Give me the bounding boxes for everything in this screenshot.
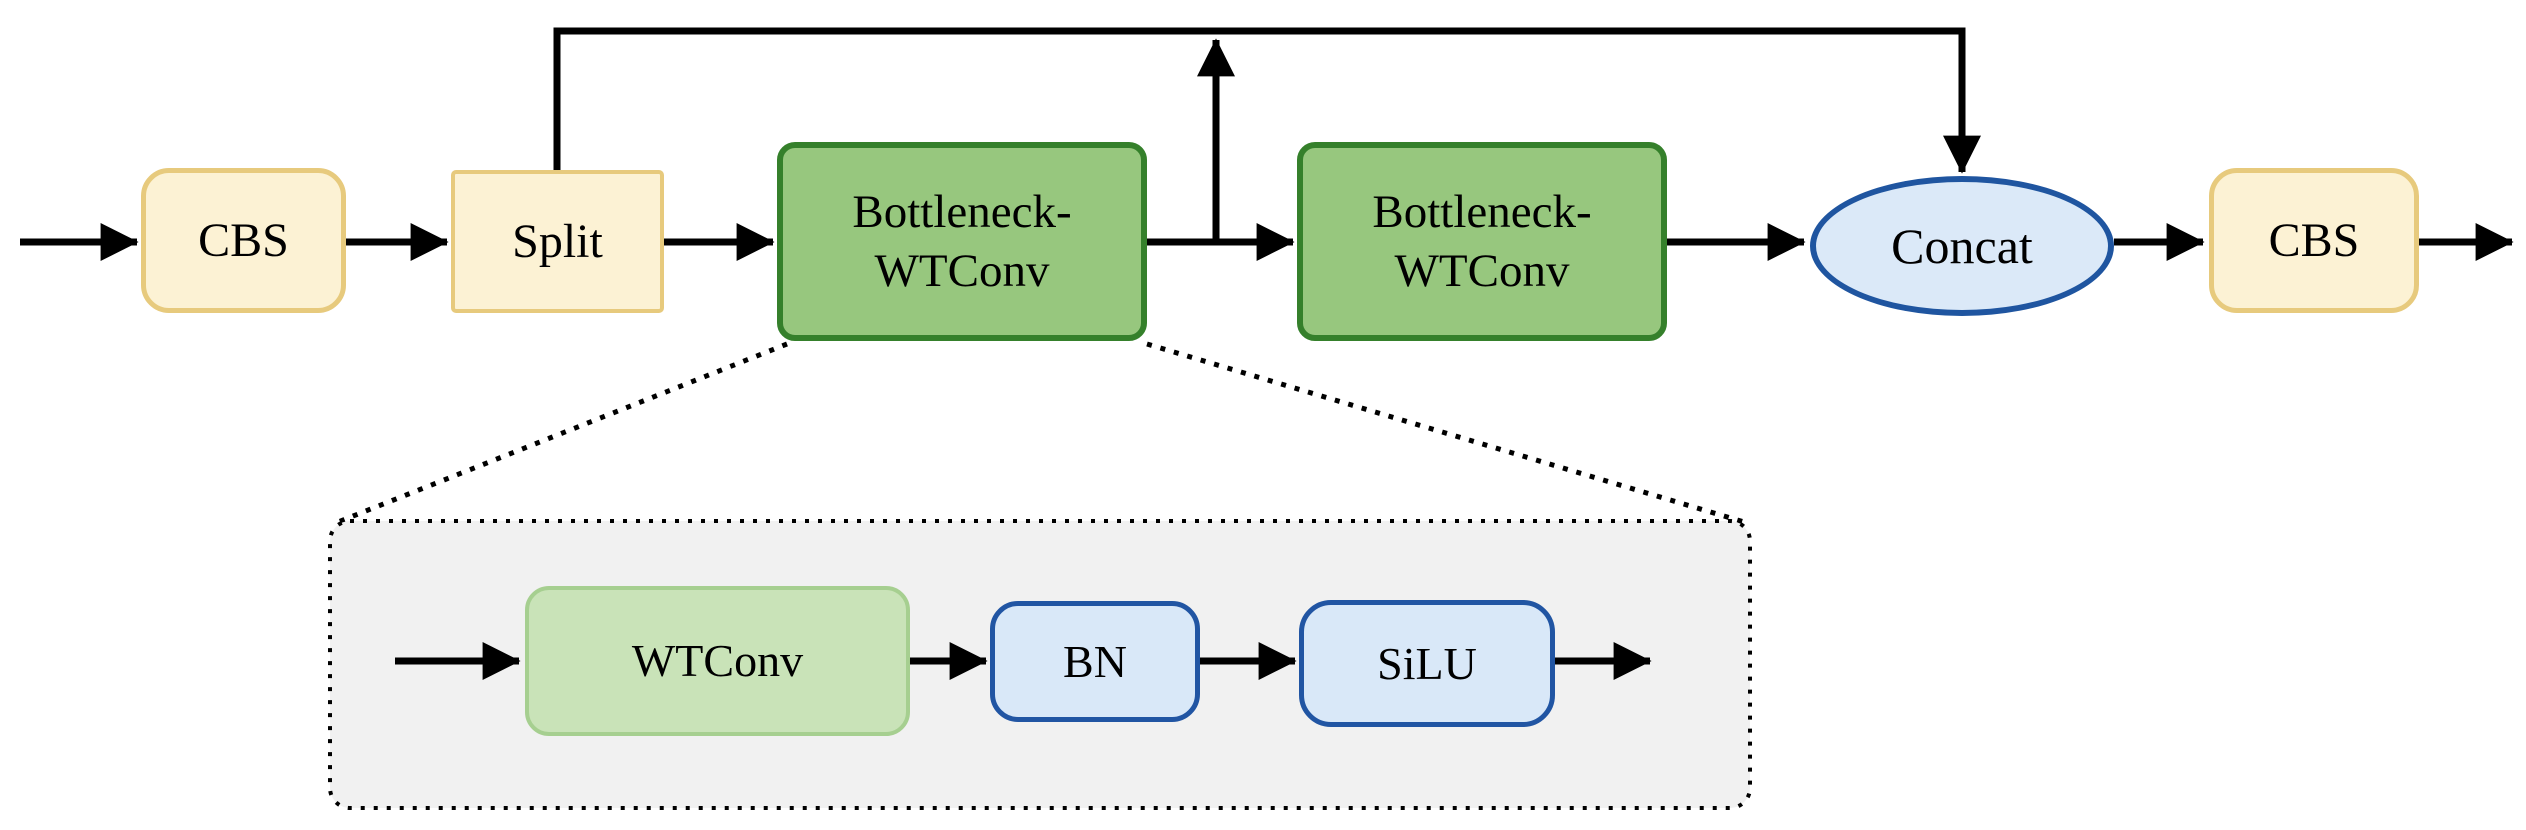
node-cbs-output: CBS [2209, 168, 2419, 313]
node-bottleneck-wtconv-1: Bottleneck- WTConv [777, 142, 1147, 341]
node-bn-label: BN [1063, 635, 1127, 687]
node-split: Split [451, 170, 664, 313]
node-split-label: Split [512, 214, 603, 268]
node-concat: Concat [1810, 176, 2114, 316]
node-bottleneck-wtconv-2: Bottleneck- WTConv [1297, 142, 1667, 341]
node-bottleneck-wtconv-1-line2: WTConv [874, 244, 1050, 297]
node-wtconv: WTConv [525, 586, 910, 736]
node-wtconv-label: WTConv [631, 635, 804, 687]
node-bottleneck-wtconv-2-line2: WTConv [1394, 244, 1570, 297]
node-silu: SiLU [1299, 600, 1555, 727]
node-cbs-input: CBS [141, 168, 346, 313]
node-cbs-output-label: CBS [2268, 213, 2360, 267]
node-silu-label: SiLU [1377, 637, 1477, 689]
dotted-connector-left [337, 341, 788, 525]
node-concat-label: Concat [1891, 217, 2033, 274]
node-bn: BN [990, 601, 1200, 722]
bypass-line-split-to-concat [553, 27, 1981, 174]
dotted-connector-right [1146, 341, 1745, 525]
node-bottleneck-wtconv-1-line1: Bottleneck- [852, 185, 1072, 238]
node-cbs-input-label: CBS [198, 213, 289, 267]
node-bottleneck-wtconv-2-line1: Bottleneck- [1372, 185, 1592, 238]
